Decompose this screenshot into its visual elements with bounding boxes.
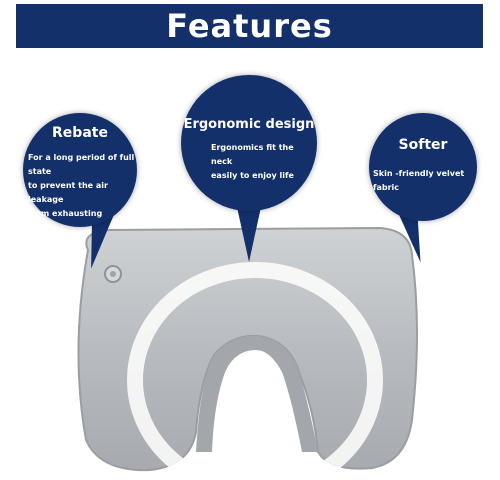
pillow-highlight: [127, 262, 383, 480]
feature-text-rebate: For a long period of full state to preve…: [28, 153, 135, 218]
feature-title-softer: Softer: [398, 137, 448, 153]
feature-bubble-rebate: Rebate For a long period of full state t…: [23, 113, 137, 227]
feature-text-ergonomic: Ergonomics fit the neck easily to enjoy …: [211, 143, 294, 180]
banner-title: Features: [166, 7, 333, 45]
feature-title-rebate: Rebate: [52, 125, 108, 141]
feature-bubble-ergonomic: Ergonomic design Ergonomics fit the neck…: [181, 75, 317, 211]
feature-text-softer: Skin -friendly velvet fabric: [373, 169, 465, 192]
features-banner: Features: [16, 4, 483, 48]
feature-bubble-softer: Softer Skin -friendly velvet fabric: [369, 113, 477, 221]
feature-title-ergonomic: Ergonomic design: [183, 117, 315, 132]
